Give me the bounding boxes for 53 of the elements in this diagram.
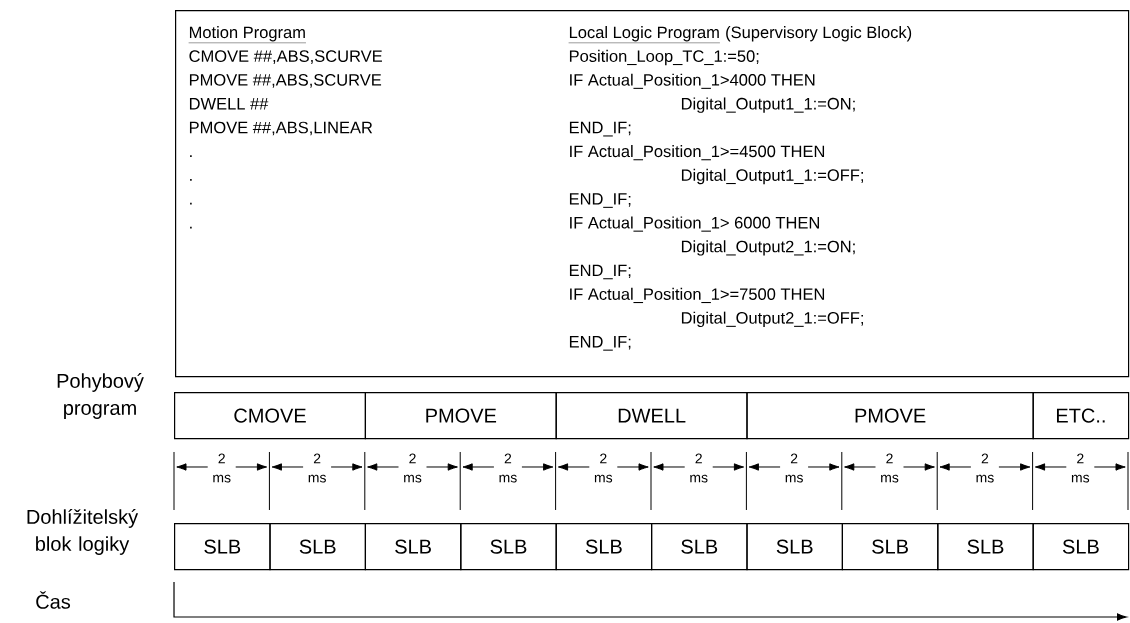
- dimension-label: 2 ms: [594, 453, 613, 483]
- code-line: IF Actual_Position_1> 6000 THEN: [570, 216, 819, 232]
- code-line: PMOVE ##,ABS,LINEAR: [189, 121, 373, 136]
- dimension-label: 2 ms: [1071, 453, 1090, 483]
- program-block: DWELL: [555, 392, 748, 440]
- code-line: IF Actual_Position_1>=4500 THEN: [570, 145, 825, 161]
- code-line: DWELL ##: [189, 98, 269, 110]
- code-line: Digital_Output1_1:=ON;: [681, 97, 855, 113]
- dimension-label: 2 ms: [881, 453, 899, 483]
- code-line: Digital_Output2_1:=ON;: [681, 240, 855, 256]
- program-block: CMOVE: [174, 392, 366, 440]
- slb-block: SLB: [1032, 523, 1130, 571]
- dimension-label: 2 ms: [785, 453, 803, 483]
- code-line: .: [190, 226, 192, 229]
- dimension-label: 2 ms: [976, 453, 994, 483]
- slb-block: SLB: [174, 523, 271, 571]
- slb-block: SLB: [937, 523, 1034, 571]
- code-line: END_IF;: [569, 121, 631, 137]
- code-line: CMOVE ##,ABS,SCURVE: [189, 50, 382, 64]
- code-line: IF Actual_Position_1>=7500 THEN: [570, 287, 825, 304]
- code-line: .: [190, 202, 192, 205]
- row-label: Dohlížitelský blok logiky: [27, 509, 139, 555]
- code-line: Digital_Output1_1:=OFF;: [681, 168, 863, 185]
- code-line: .: [190, 179, 192, 181]
- slb-block: SLB: [364, 523, 462, 571]
- slb-block: SLB: [460, 523, 557, 571]
- slb-block: SLB: [746, 523, 843, 571]
- slb-block: SLB: [555, 523, 653, 571]
- slb-block: SLB: [269, 523, 366, 571]
- dimension-label: 2 ms: [499, 453, 517, 483]
- code-line: Digital_Output2_1:=OFF;: [681, 311, 863, 327]
- code-panel: [175, 10, 1130, 378]
- code-line: Position_Loop_TC_1:=50;: [569, 49, 759, 66]
- row-label: Pohybový program: [57, 373, 144, 419]
- column-heading: Motion Program: [188, 26, 307, 43]
- dimension-label: 2 ms: [213, 453, 231, 483]
- code-line: END_IF;: [569, 336, 631, 351]
- program-block: PMOVE: [746, 392, 1034, 440]
- program-block: PMOVE: [364, 392, 557, 440]
- column-heading: (Supervisory Logic Block): [726, 26, 912, 42]
- column-heading: Local Logic Program: [568, 26, 721, 43]
- dimension-label: 2 ms: [308, 453, 326, 483]
- row-label: Čas: [36, 591, 71, 609]
- program-block: ETC..: [1032, 392, 1130, 440]
- code-line: END_IF;: [569, 264, 631, 280]
- slb-block: SLB: [841, 523, 939, 571]
- code-line: PMOVE ##,ABS,SCURVE: [189, 74, 382, 88]
- slb-block: SLB: [651, 523, 748, 571]
- code-line: .: [190, 155, 192, 157]
- dimension-label: 2 ms: [404, 453, 422, 483]
- code-line: IF Actual_Position_1>4000 THEN: [570, 73, 815, 89]
- code-line: END_IF;: [569, 193, 631, 208]
- dimension-label: 2 ms: [690, 453, 708, 483]
